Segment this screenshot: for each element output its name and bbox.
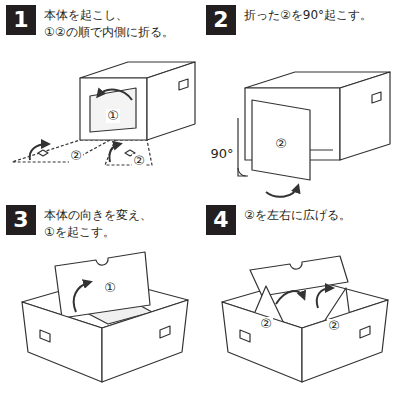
label-holder: 90° xyxy=(209,143,234,162)
step-header: 4 ②を左右に広げる。 xyxy=(206,205,351,235)
part-number: ② xyxy=(259,317,273,331)
label-holder: ② xyxy=(132,150,146,169)
step-instruction: 本体を起こし、①②の順で内側に折る。 xyxy=(44,7,194,41)
step-header: 1 本体を起こし、①②の順で内側に折る。 xyxy=(6,5,194,41)
step-number: 3 xyxy=(6,205,36,235)
step-number: 4 xyxy=(206,205,236,235)
step-number: 1 xyxy=(6,5,36,35)
step2-figure xyxy=(238,72,390,197)
step-number: 2 xyxy=(206,5,236,35)
part-number: ② xyxy=(132,154,146,168)
label-holder: ① xyxy=(106,105,120,124)
part-number: ① xyxy=(103,281,117,295)
label-holder: ② xyxy=(327,315,341,334)
label-holder: ② xyxy=(259,313,273,332)
step-instruction: 本体の向きを変え、①を起こす。 xyxy=(44,207,194,241)
part-number: ② xyxy=(327,319,341,333)
step4-figure xyxy=(222,256,388,382)
label-holder: ② xyxy=(274,133,288,152)
angle-label: 90° xyxy=(209,147,234,161)
step-instruction: ②を左右に広げる。 xyxy=(244,207,351,224)
step-header: 2 折った②を90°起こす。 xyxy=(206,5,372,35)
step3-figure xyxy=(22,252,188,382)
part-number: ② xyxy=(69,149,83,163)
label-holder: ② xyxy=(69,145,83,164)
part-number: ① xyxy=(106,109,120,123)
part-number: ② xyxy=(274,137,288,151)
step-instruction: 折った②を90°起こす。 xyxy=(244,7,372,24)
step1-figure xyxy=(12,62,195,165)
step-header: 3 本体の向きを変え、①を起こす。 xyxy=(6,205,194,241)
label-holder: ① xyxy=(103,277,117,296)
